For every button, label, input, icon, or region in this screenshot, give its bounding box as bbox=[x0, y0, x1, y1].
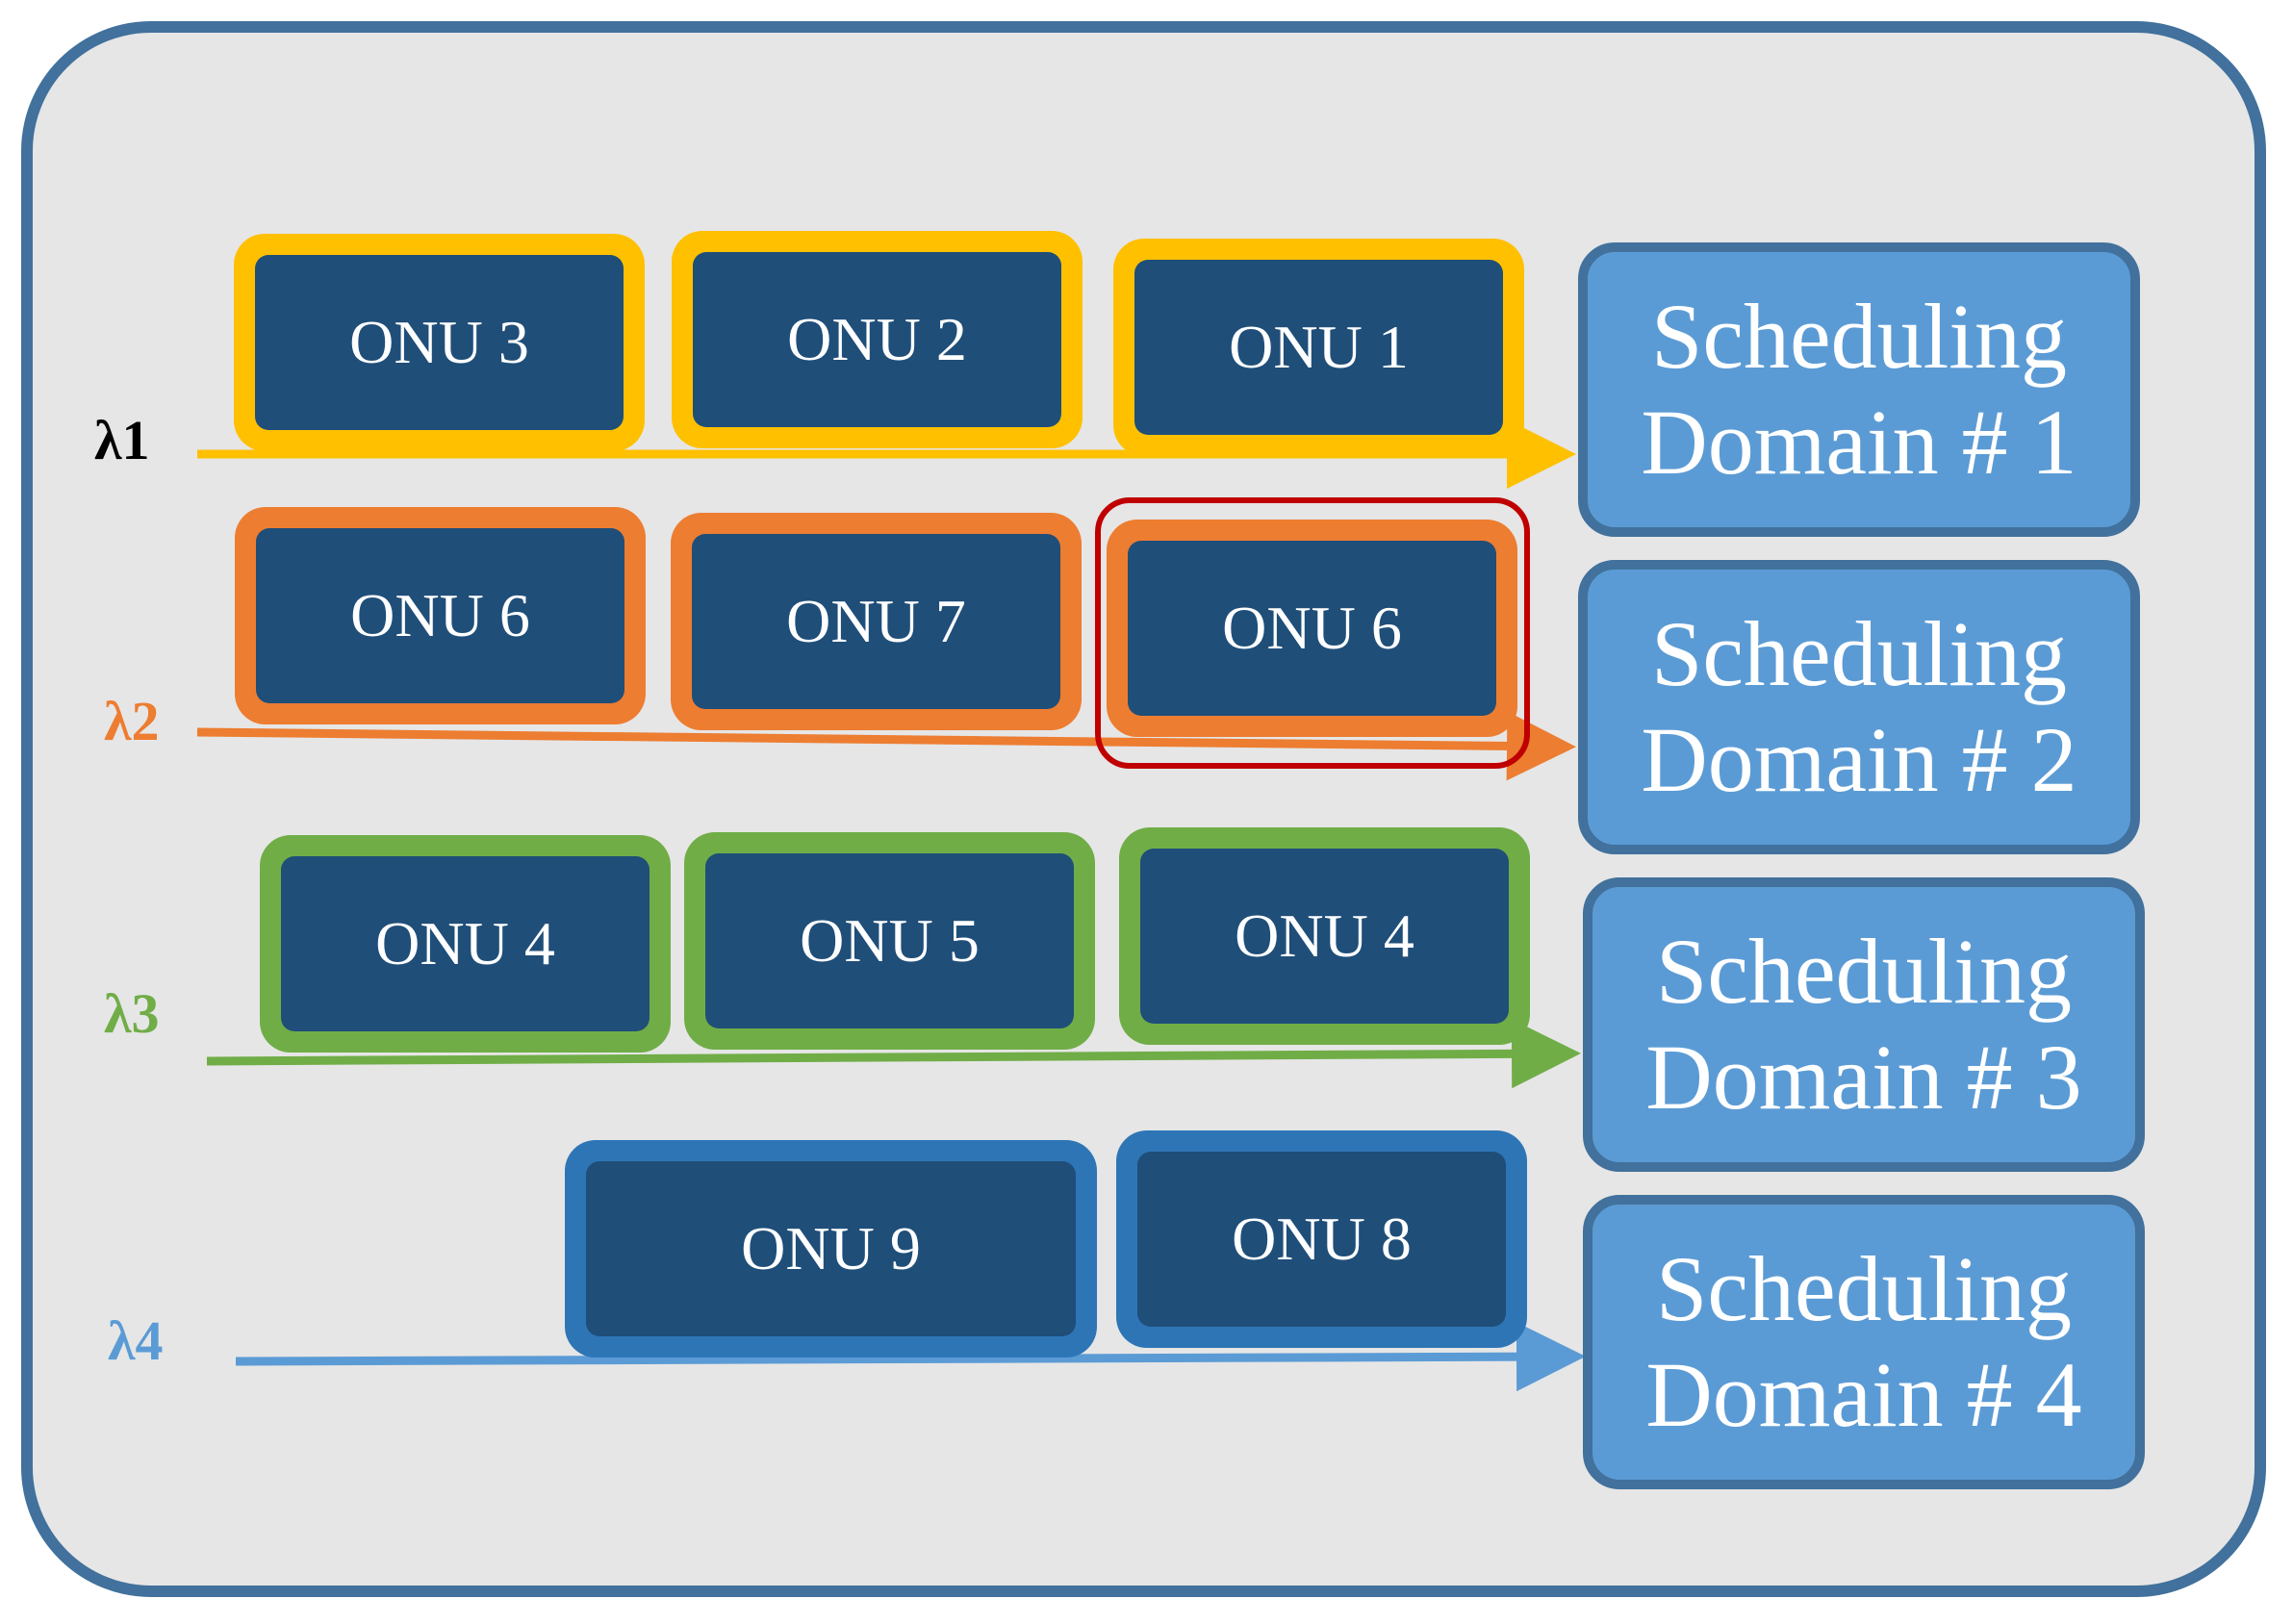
scheduling-domain-box: Scheduling Domain # 2 bbox=[1578, 560, 2140, 854]
onu-block: ONU 9 bbox=[565, 1140, 1097, 1358]
scheduling-domain-box: Scheduling Domain # 4 bbox=[1583, 1195, 2145, 1489]
lambda1-label: λ1 bbox=[94, 409, 150, 471]
onu-block: ONU 4 bbox=[260, 835, 671, 1053]
lambda4-label: λ4 bbox=[108, 1309, 164, 1372]
domain-line1: Scheduling bbox=[1651, 602, 2067, 705]
onu-label: ONU 5 bbox=[705, 853, 1074, 1028]
onu-block: ONU 8 bbox=[1116, 1130, 1527, 1348]
onu-label: ONU 8 bbox=[1137, 1152, 1506, 1327]
lambda2-arrow bbox=[196, 711, 1576, 781]
domain-line2: Domain # 4 bbox=[1645, 1343, 2082, 1446]
domain-line1: Scheduling bbox=[1656, 920, 2072, 1023]
onu-label: ONU 4 bbox=[1140, 849, 1509, 1024]
scheduling-domain-box: Scheduling Domain # 1 bbox=[1578, 242, 2140, 537]
onu-label: ONU 6 bbox=[256, 528, 624, 703]
onu-block: ONU 5 bbox=[684, 832, 1095, 1050]
lambda3-arrow bbox=[206, 1019, 1581, 1089]
onu-label: ONU 2 bbox=[693, 252, 1061, 427]
onu-block: ONU 2 bbox=[672, 231, 1083, 448]
domain-line1: Scheduling bbox=[1651, 285, 2067, 388]
onu-label: ONU 4 bbox=[281, 856, 650, 1031]
scheduling-domain-box: Scheduling Domain # 3 bbox=[1583, 877, 2145, 1172]
domain-line1: Scheduling bbox=[1656, 1237, 2072, 1340]
lambda3-label: λ3 bbox=[104, 982, 160, 1045]
lambda2-label: λ2 bbox=[104, 690, 160, 752]
onu-block: ONU 3 bbox=[234, 234, 645, 451]
onu-block: ONU 6 bbox=[235, 507, 646, 724]
onu-label: ONU 3 bbox=[255, 255, 624, 430]
selected-onu-highlight bbox=[1095, 497, 1530, 769]
domain-line2: Domain # 2 bbox=[1641, 708, 2077, 811]
onu-block: ONU 1 bbox=[1113, 239, 1524, 456]
onu-label: ONU 9 bbox=[586, 1161, 1076, 1336]
domain-line2: Domain # 1 bbox=[1641, 391, 2077, 494]
lambda4-arrow bbox=[235, 1322, 1586, 1392]
onu-block: ONU 6 bbox=[1107, 520, 1517, 737]
domain-line2: Domain # 3 bbox=[1645, 1026, 2082, 1129]
onu-block: ONU 4 bbox=[1119, 827, 1530, 1045]
onu-block: ONU 7 bbox=[671, 513, 1082, 730]
onu-label: ONU 1 bbox=[1134, 260, 1503, 435]
onu-label: ONU 6 bbox=[1128, 541, 1496, 716]
onu-label: ONU 7 bbox=[692, 534, 1060, 709]
